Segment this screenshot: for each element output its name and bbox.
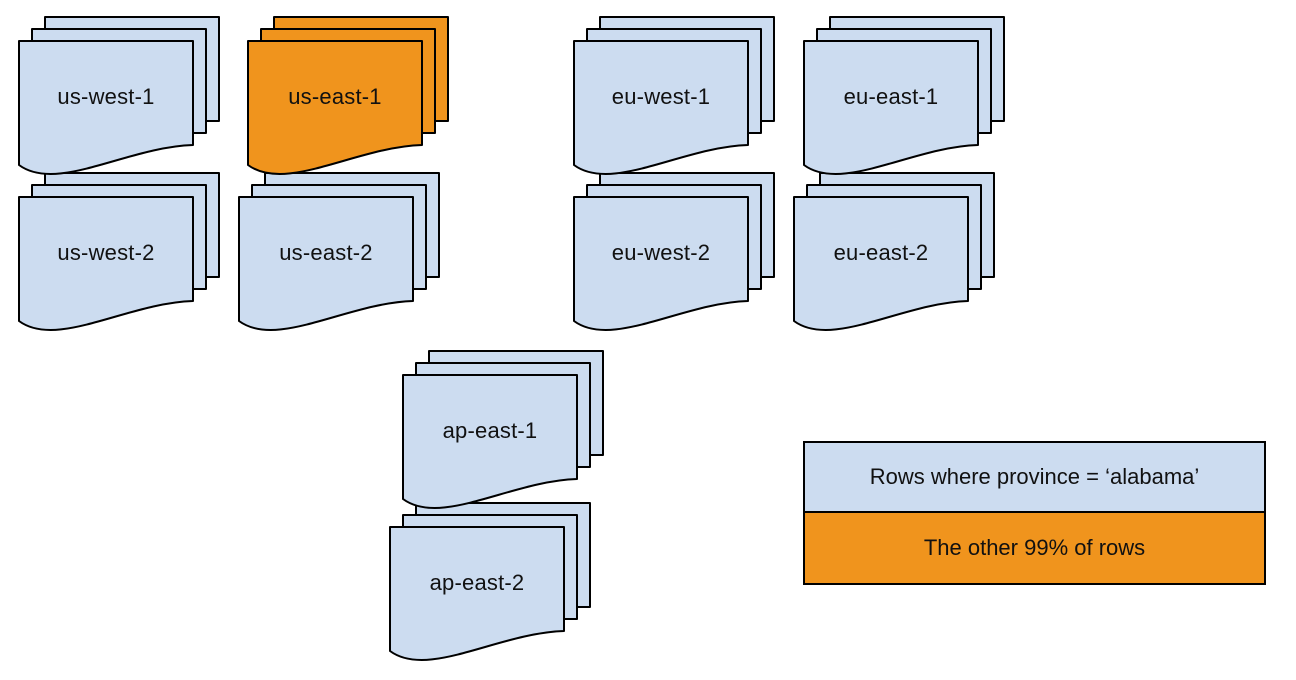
documents-stack-icon xyxy=(803,16,1005,175)
region-stack-us-east-1: us-east-1 xyxy=(247,16,451,180)
documents-stack-icon xyxy=(402,350,604,509)
document-sheet xyxy=(803,40,979,175)
document-sheet xyxy=(402,374,578,509)
region-label: us-west-1 xyxy=(57,84,155,109)
document-sheet xyxy=(389,526,565,661)
documents-stack-icon xyxy=(573,16,775,175)
legend: Rows where province = ‘alabama’ The othe… xyxy=(803,441,1266,585)
region-stack-ap-east-2: ap-east-2 xyxy=(389,502,593,666)
region-label: us-east-1 xyxy=(288,84,382,109)
documents-stack-icon xyxy=(247,16,449,175)
legend-item-other-rows: The other 99% of rows xyxy=(805,513,1264,583)
region-stack-eu-west-1: eu-west-1 xyxy=(573,16,777,180)
region-stack-ap-east-1: ap-east-1 xyxy=(402,350,606,514)
documents-stack-icon xyxy=(18,172,220,331)
region-label: eu-west-2 xyxy=(611,240,711,265)
region-label: us-west-2 xyxy=(57,240,155,265)
region-label: ap-east-1 xyxy=(442,418,538,443)
document-sheet xyxy=(18,40,194,175)
region-stack-us-west-2: us-west-2 xyxy=(18,172,222,336)
region-label: us-east-2 xyxy=(279,240,373,265)
legend-item-label: Rows where province = ‘alabama’ xyxy=(869,464,1200,489)
documents-stack-icon xyxy=(389,502,591,661)
region-label: eu-east-1 xyxy=(843,84,939,109)
document-sheet xyxy=(238,196,414,331)
document-sheet xyxy=(18,196,194,331)
documents-stack-icon xyxy=(793,172,995,331)
documents-stack-icon xyxy=(18,16,220,175)
document-sheet xyxy=(793,196,969,331)
document-sheet xyxy=(573,40,749,175)
region-stack-eu-west-2: eu-west-2 xyxy=(573,172,777,336)
documents-stack-icon xyxy=(238,172,440,331)
region-label: eu-east-2 xyxy=(833,240,929,265)
documents-stack-icon xyxy=(573,172,775,331)
region-label: eu-west-1 xyxy=(611,84,711,109)
region-label: ap-east-2 xyxy=(429,570,525,595)
document-sheet xyxy=(573,196,749,331)
legend-item-province-rows: Rows where province = ‘alabama’ xyxy=(805,443,1264,513)
document-sheet xyxy=(247,40,423,175)
region-stack-eu-east-2: eu-east-2 xyxy=(793,172,997,336)
region-stack-us-east-2: us-east-2 xyxy=(238,172,442,336)
region-stack-us-west-1: us-west-1 xyxy=(18,16,222,180)
region-stack-eu-east-1: eu-east-1 xyxy=(803,16,1007,180)
legend-item-label: The other 99% of rows xyxy=(923,535,1146,560)
